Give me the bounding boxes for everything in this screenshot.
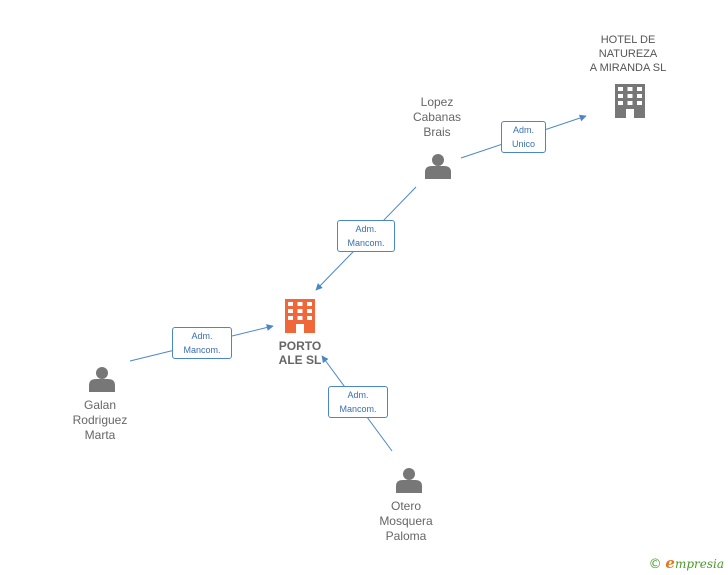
- edge-label-line2: Mancom.: [347, 238, 385, 248]
- edge-label-lopez-porto: Adm. Mancom.: [337, 220, 395, 252]
- otero-person-icon[interactable]: [396, 468, 422, 493]
- hotel-building-icon[interactable]: [615, 84, 645, 118]
- edge-label-otero-porto: Adm. Mancom.: [328, 386, 388, 418]
- edge-label-line1: Adm.: [191, 331, 213, 341]
- hotel-label[interactable]: HOTEL DE NATUREZA A MIRANDA SL: [589, 34, 667, 74]
- edge-label-galan-porto: Adm. Mancom.: [172, 327, 232, 359]
- edge-label-adm-unico: Adm. Unico: [501, 121, 546, 153]
- porto-label[interactable]: PORTO ALE SL: [278, 339, 322, 367]
- galan-label[interactable]: Galan Rodriguez Marta: [72, 398, 128, 442]
- lopez-label[interactable]: Lopez Cabanas Brais: [412, 95, 462, 139]
- brand-name: mpresia: [674, 557, 724, 571]
- galan-person-icon[interactable]: [89, 367, 115, 392]
- edge-label-line2: Mancom.: [183, 345, 221, 355]
- copyright-icon: ©: [648, 557, 662, 572]
- empresia-logo[interactable]: © empresia: [649, 554, 724, 572]
- porto-building-icon[interactable]: [285, 299, 315, 333]
- edge-label-line1: Adm.: [347, 390, 369, 400]
- edge-label-line1: Adm.: [355, 224, 377, 234]
- edge-label-line1: Adm.: [512, 125, 534, 135]
- brand-initial: e: [665, 554, 675, 572]
- edge-label-line2: Mancom.: [339, 404, 377, 414]
- edge-label-line2: Unico: [511, 139, 535, 149]
- lopez-person-icon[interactable]: [425, 154, 451, 179]
- otero-label[interactable]: Otero Mosquera Paloma: [379, 499, 433, 543]
